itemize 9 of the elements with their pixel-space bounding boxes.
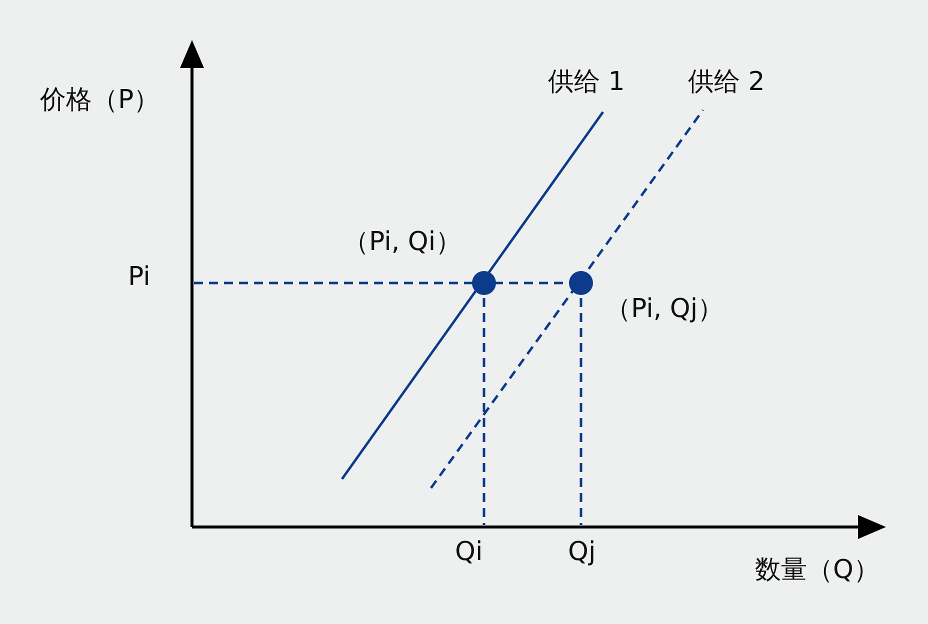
axis-title: 数量（Q） [755, 556, 880, 586]
tick-label: Pi [128, 263, 150, 293]
point-label: （Pi, Qj） [605, 295, 724, 325]
curve-label: 供给 1 [548, 68, 625, 98]
curve-label: 供给 2 [688, 68, 765, 98]
tick-label: Qj [568, 538, 596, 568]
point-label: （Pi, Qi） [343, 228, 462, 258]
axis-title: 价格（P） [40, 86, 160, 116]
tick-label: Qi [455, 538, 483, 568]
